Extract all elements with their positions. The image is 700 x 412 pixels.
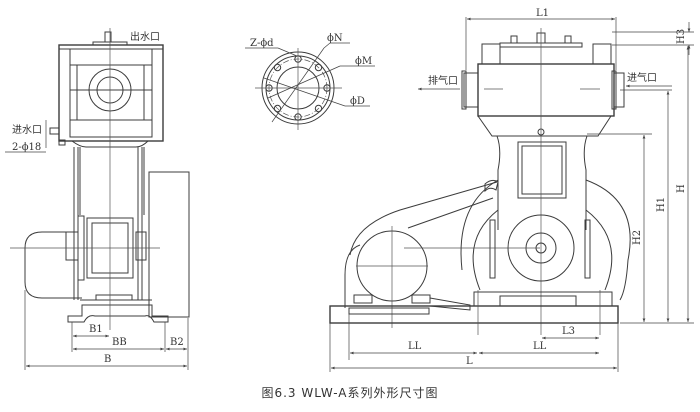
dim-bb: BB	[112, 337, 127, 348]
front-view: L1 排气口 进气口	[329, 8, 694, 372]
side-motor	[24, 231, 82, 299]
dim-h2: H2	[632, 230, 643, 245]
flange-d-label: ϕD	[350, 96, 365, 107]
dim-h1: H1	[656, 197, 667, 212]
belt	[349, 181, 498, 256]
water-inlet-nozzle	[49, 127, 60, 135]
figure-caption: 图6.3 WLW-A系列外形尺寸图	[261, 386, 439, 400]
water-inlet-label: 进水口	[12, 124, 42, 136]
intake-label: 进气口	[627, 71, 657, 84]
dim-b2: B2	[170, 337, 184, 348]
belt-guard	[148, 171, 190, 318]
water-outlet-label: 出水口	[130, 30, 160, 43]
side-pump-head	[58, 44, 164, 142]
exhaust-flange	[463, 72, 479, 108]
water-outlet-nozzle	[104, 31, 112, 43]
flange-m-label: ϕM	[355, 56, 372, 67]
flange-n-label: ϕN	[327, 33, 343, 44]
side-view: 出水口 进水口 2-ϕ18	[5, 28, 190, 370]
dim-h: H	[676, 184, 687, 193]
flange-detail: Z-ϕd ϕN ϕM ϕD	[245, 33, 375, 130]
dim-l1: L1	[536, 8, 549, 19]
holes-label: 2-ϕ18	[12, 142, 41, 153]
dim-ll-left: LL	[408, 341, 422, 352]
front-cylinder-block	[477, 63, 615, 117]
dim-b: B	[104, 354, 111, 365]
front-window	[517, 141, 567, 199]
dim-ll-right: LL	[533, 341, 547, 352]
dim-b1: B1	[89, 324, 103, 335]
dim-l3: L3	[562, 326, 575, 337]
front-base	[329, 305, 619, 324]
dim-l: L	[466, 356, 473, 367]
exhaust-label: 排气口	[428, 74, 458, 87]
flange-holes-label: Z-ϕd	[250, 38, 274, 49]
dim-h3: H3	[676, 29, 687, 44]
side-base	[67, 304, 169, 323]
